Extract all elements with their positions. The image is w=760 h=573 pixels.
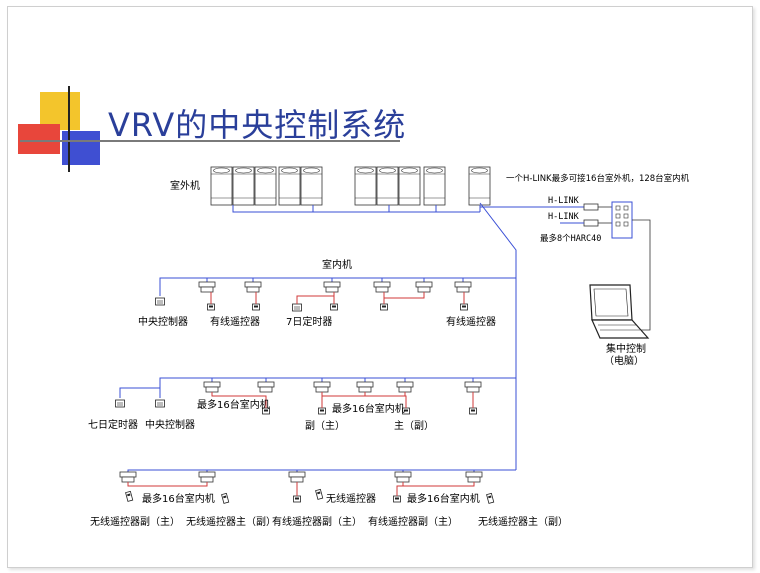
hlink-label-2: H-LINK [548,212,580,222]
sub-main-label: 副（主） [305,420,345,432]
hlink-label-1: H-LINK [548,196,580,206]
deco-vertical-line [68,86,70,172]
outdoor-bus [232,202,584,470]
deco-horizontal-line [20,140,400,142]
pc-label-2: （电脑） [604,354,644,367]
row3-bus [127,469,516,472]
wired-remote-label-2: 有线遥控器 [446,315,496,328]
timer-7-label: 7日定时器 [286,315,332,328]
central-controller-label-1: 中央控制器 [138,315,188,328]
wl-label-3: 有线遥控器副（主） [272,515,362,528]
row2-links [211,392,474,408]
indoor-label: 室内机 [322,258,352,271]
wl-label-1: 无线遥控器副（主） [90,515,180,528]
wl-label-5: 无线遥控器主（副） [478,515,568,528]
row3-links [127,482,475,496]
row1-bus [159,277,516,296]
deco-yellow-square [40,92,80,130]
outdoor-label: 室外机 [170,179,200,192]
max16-label-b: 最多16台室内机 [332,402,405,415]
central-controller-label-2: 中央控制器 [145,418,195,431]
page-title: VRV的中央控制系统 [108,106,407,144]
laptop-icon [589,284,650,339]
wired-remote-label-1: 有线遥控器 [210,315,260,328]
row2-bus [119,377,516,398]
wl-label-4: 有线遥控器副（主） [368,515,458,528]
outdoor-note: 一个H-LINK最多可接16台室外机，128台室内机 [506,173,690,184]
harc-label: 最多8个HARC40 [540,233,601,244]
wl-label-2: 无线遥控器主（副） [186,515,276,528]
timer-7day-label: 七日定时器 [88,418,138,431]
max16-label-d: 最多16台室内机 [407,492,480,505]
pc-label-1: 集中控制 [606,342,646,355]
wireless-controller-label: 无线遥控器 [326,492,376,505]
row1-links [210,292,465,304]
deco-red-square [18,124,60,154]
row2-units [115,381,482,415]
main-sub-label: 主（副） [394,420,434,432]
hlink-connectors: H-LINK H-LINK 最多8个HARC40 [540,196,651,331]
max16-label-c: 最多16台室内机 [142,492,215,505]
max16-label-a: 最多16台室内机 [197,398,270,411]
outdoor-units [210,166,491,206]
